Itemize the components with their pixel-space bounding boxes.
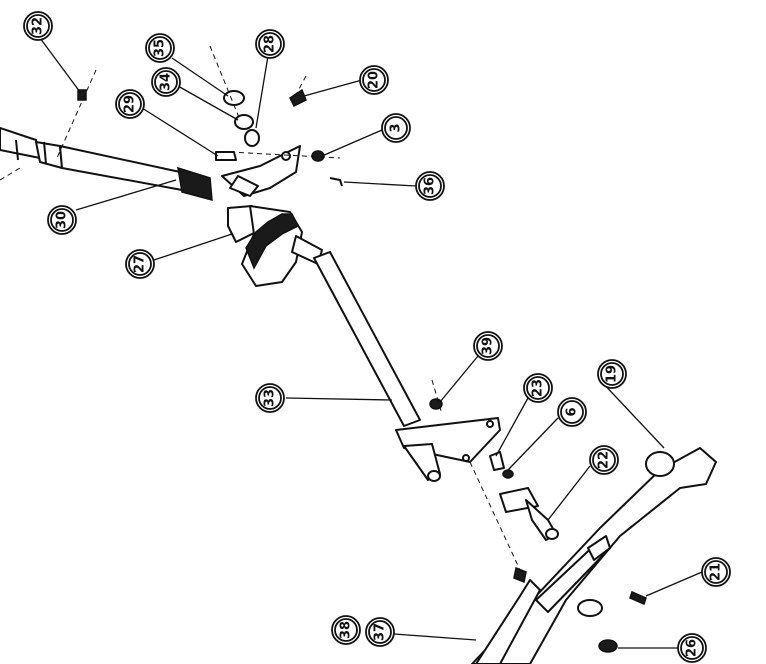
callout-6: 6 bbox=[557, 397, 587, 427]
callout-label: 20 bbox=[367, 71, 382, 89]
callout-32: 32 bbox=[23, 11, 53, 41]
callout-label: 27 bbox=[133, 255, 148, 273]
callout-19: 19 bbox=[597, 359, 627, 389]
callout-33: 33 bbox=[255, 383, 285, 413]
callout-label: 33 bbox=[263, 389, 278, 407]
callout-34: 34 bbox=[151, 67, 181, 97]
callout-label: 26 bbox=[685, 639, 700, 657]
callout-label: 21 bbox=[709, 563, 724, 581]
leader-lines bbox=[39, 37, 703, 649]
callout-label: 6 bbox=[565, 407, 580, 416]
callout-26: 26 bbox=[677, 633, 707, 663]
steering-arm bbox=[471, 447, 717, 664]
callout-label: 30 bbox=[55, 211, 70, 229]
callout-39: 39 bbox=[473, 331, 503, 361]
callout-label: 34 bbox=[159, 73, 174, 91]
callout-label: 32 bbox=[31, 17, 46, 35]
steering-shaft bbox=[0, 127, 213, 202]
callout-36: 36 bbox=[415, 171, 445, 201]
center-lines bbox=[0, 45, 521, 571]
callout-label: 35 bbox=[153, 39, 168, 57]
callout-38: 38 bbox=[331, 615, 361, 645]
callout-23: 23 bbox=[523, 373, 553, 403]
callout-label: 19 bbox=[605, 365, 620, 383]
callout-label: 37 bbox=[373, 623, 388, 641]
callout-label: 38 bbox=[339, 621, 354, 639]
callout-label: 3 bbox=[389, 123, 404, 132]
callout-29: 29 bbox=[115, 89, 145, 119]
long-rod bbox=[291, 235, 501, 482]
callout-3: 3 bbox=[381, 113, 411, 143]
hardware bbox=[77, 88, 647, 606]
callout-label: 23 bbox=[531, 379, 546, 397]
callout-20: 20 bbox=[359, 65, 389, 95]
callout-30: 30 bbox=[47, 205, 77, 235]
callout-label: 36 bbox=[423, 177, 438, 195]
pivot-bracket bbox=[499, 487, 559, 541]
callout-27: 27 bbox=[125, 249, 155, 279]
callout-22: 22 bbox=[589, 445, 619, 475]
callout-label: 39 bbox=[481, 337, 496, 355]
callout-label: 28 bbox=[263, 35, 278, 53]
sector-gear-bracket bbox=[221, 145, 303, 287]
callout-37: 37 bbox=[365, 617, 395, 647]
callout-35: 35 bbox=[145, 33, 175, 63]
callout-28: 28 bbox=[255, 29, 285, 59]
callout-label: 22 bbox=[597, 451, 612, 469]
callout-21: 21 bbox=[701, 557, 731, 587]
callout-label: 29 bbox=[123, 95, 138, 113]
